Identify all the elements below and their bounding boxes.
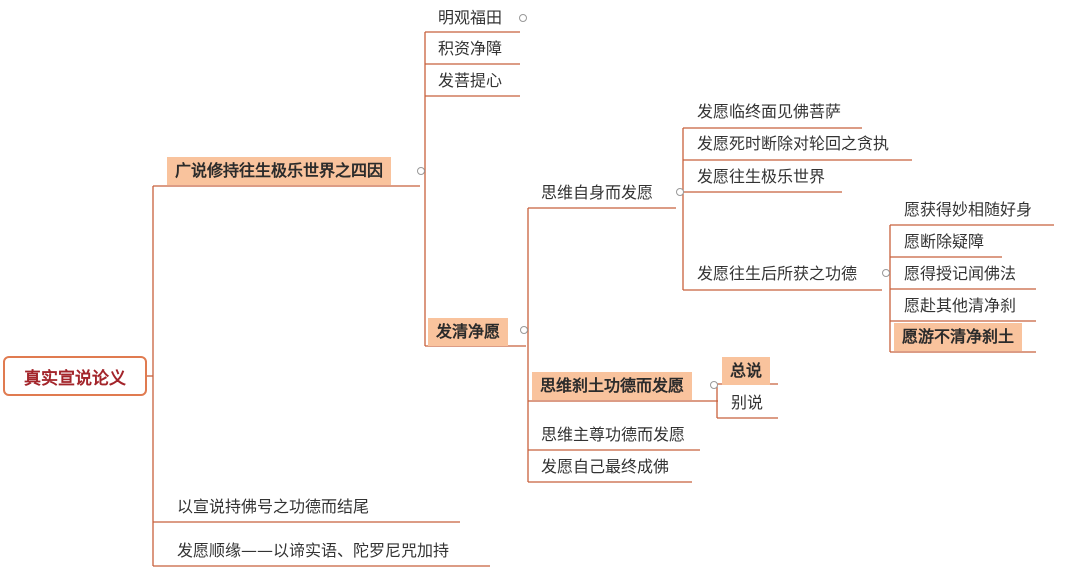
node-aspire-lord[interactable]: 思维主尊功德而发愿 (541, 425, 686, 444)
node-aspire-buddhahood[interactable]: 发愿自己最终成佛 (541, 457, 670, 476)
node-cut-attachment[interactable]: 发愿死时断除对轮回之贪执 (697, 134, 890, 153)
node-wish-other-lands[interactable]: 愿赴其他清净刹 (904, 296, 1017, 315)
collapse-toggle-icon[interactable] (417, 167, 425, 175)
node-wish-prophecy[interactable]: 愿得授记闻佛法 (904, 264, 1017, 283)
node-merits-after-rebirth[interactable]: 发愿往生后所获之功德 (697, 264, 858, 283)
node-bodhicitta[interactable]: 发菩提心 (438, 71, 503, 90)
node-rebirth-sukhavati[interactable]: 发愿往生极乐世界 (697, 167, 826, 186)
collapse-toggle-icon[interactable] (520, 326, 528, 334)
branch-favorable-conditions[interactable]: 发愿顺缘——以谛实语、陀罗尼咒加持 (177, 541, 450, 560)
node-aspire-pureland[interactable]: 思维刹土功德而发愿 (532, 372, 693, 400)
node-visualize-field[interactable]: 明观福田 (438, 8, 503, 27)
node-meet-buddha[interactable]: 发愿临终面见佛菩萨 (697, 102, 842, 121)
node-wish-remove-doubt[interactable]: 愿断除疑障 (904, 232, 985, 251)
branch-four-causes[interactable]: 广说修持往生极乐世界之四因 (167, 157, 392, 185)
collapse-toggle-icon[interactable] (519, 14, 527, 22)
node-aspire-self[interactable]: 思维自身而发愿 (541, 183, 654, 202)
node-wish-impure-lands[interactable]: 愿游不清净刹土 (894, 323, 1023, 351)
root-node[interactable]: 真实宣说论义 (3, 356, 147, 396)
collapse-toggle-icon[interactable] (710, 381, 718, 389)
node-pure-aspiration[interactable]: 发清净愿 (428, 318, 509, 346)
collapse-toggle-icon[interactable] (676, 188, 684, 196)
node-general[interactable]: 总说 (722, 357, 771, 385)
node-specific[interactable]: 别说 (731, 393, 764, 412)
branch-name-recitation[interactable]: 以宣说持佛号之功德而结尾 (177, 497, 370, 516)
node-wish-body[interactable]: 愿获得妙相随好身 (904, 200, 1033, 219)
node-accumulate-merit[interactable]: 积资净障 (438, 39, 503, 58)
collapse-toggle-icon[interactable] (882, 269, 890, 277)
